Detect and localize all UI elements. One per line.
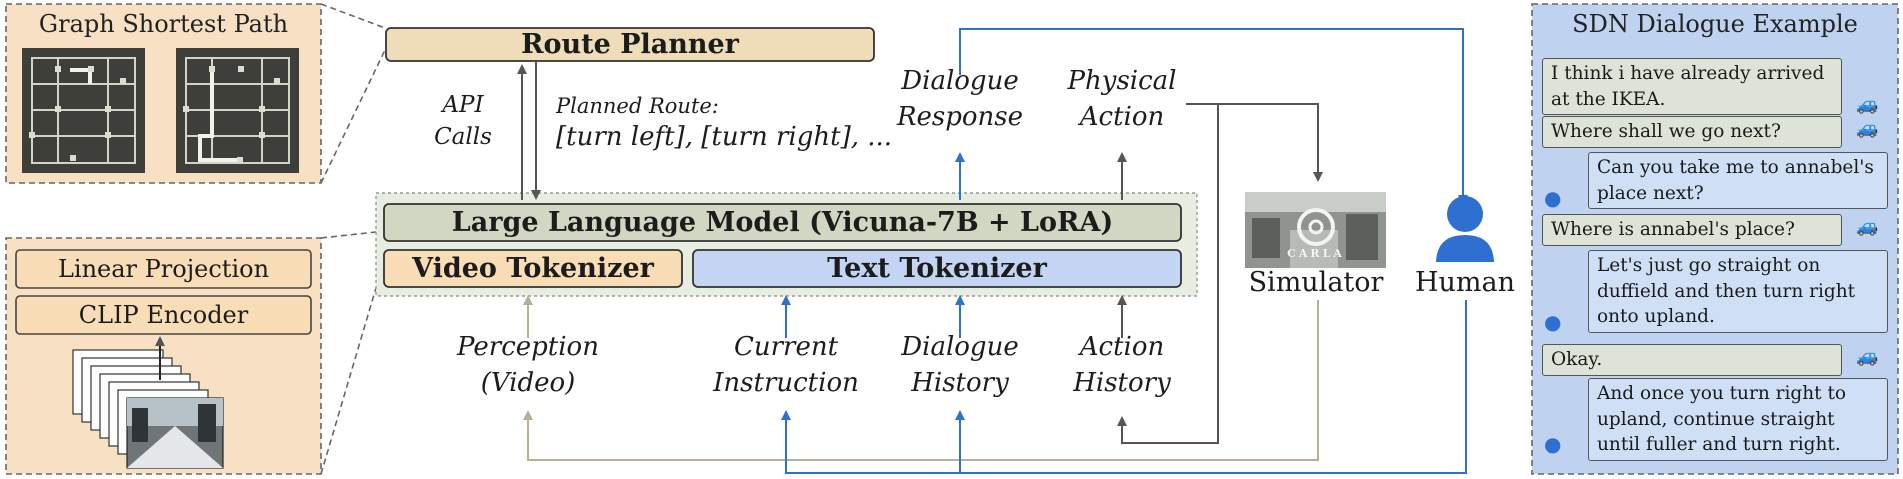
text-tokenizer-label: Text Tokenizer bbox=[827, 253, 1047, 284]
car-icon: 🚙 bbox=[1856, 118, 1879, 139]
text-tokenizer-box bbox=[692, 249, 1182, 288]
user-icon: ● bbox=[1544, 310, 1562, 334]
chat-message-car: I think i have already arrived at the IK… bbox=[1542, 58, 1842, 116]
perception-line-1: Perception bbox=[457, 332, 599, 362]
encoder-panel bbox=[5, 237, 322, 475]
action-history-label: Action History bbox=[1046, 330, 1198, 402]
physical-action-line-1: Physical bbox=[1067, 66, 1177, 96]
dialogue-history-label: Dialogue History bbox=[880, 330, 1040, 402]
car-icon: 🚙 bbox=[1856, 346, 1879, 367]
dialogue-history-line-2: History bbox=[911, 367, 1009, 398]
physical-action-line-2: Action bbox=[1079, 101, 1165, 132]
graph-map-left bbox=[22, 48, 145, 173]
graph-panel bbox=[5, 3, 322, 184]
current-instruction-line-1: Current bbox=[733, 332, 839, 362]
human-icon bbox=[1436, 196, 1494, 262]
human-label: Human bbox=[1414, 267, 1516, 298]
planned-route-value: [turn left], [turn right], ... bbox=[556, 122, 893, 152]
current-instruction-line-2: Instruction bbox=[713, 367, 859, 398]
action-history-line-2: History bbox=[1073, 367, 1171, 398]
chat-message-car: Where is annabel's place? bbox=[1542, 214, 1842, 246]
chat-message-human: And once you turn right to upland, conti… bbox=[1588, 378, 1888, 461]
clip-encoder-label: CLIP Encoder bbox=[78, 301, 249, 329]
route-planner-label: Route Planner bbox=[521, 29, 739, 60]
chat-message-car: Where shall we go next? bbox=[1542, 116, 1842, 148]
simulator-image bbox=[1245, 192, 1386, 268]
physical-action-label: Physical Action bbox=[1040, 64, 1204, 136]
graph-map-right bbox=[176, 48, 299, 173]
route-planner-box bbox=[385, 27, 875, 62]
simulator-label: Simulator bbox=[1248, 267, 1384, 298]
carla-logo-text: CARLA bbox=[1287, 247, 1345, 260]
action-to-simulator-line bbox=[1186, 103, 1323, 182]
video-tokenizer-box bbox=[383, 249, 683, 288]
car-icon: 🚙 bbox=[1856, 94, 1879, 115]
api-calls-label: API Calls bbox=[416, 90, 510, 153]
chat-message-human: Can you take me to annabel's place next? bbox=[1588, 152, 1888, 210]
chat-message-car: Okay. bbox=[1542, 344, 1842, 376]
video-tokenizer-label: Video Tokenizer bbox=[412, 253, 654, 284]
dialogue-response-line-2: Response bbox=[896, 101, 1024, 132]
simulator-to-perception-line bbox=[523, 300, 1319, 461]
dialogue-panel-title: SDN Dialogue Example bbox=[1572, 10, 1858, 38]
perception-line-2: (Video) bbox=[480, 367, 576, 398]
dialogue-history-line-1: Dialogue bbox=[901, 332, 1019, 362]
api-calls-line-1: API bbox=[442, 92, 484, 118]
car-icon: 🚙 bbox=[1856, 216, 1879, 237]
dialogue-response-label: Dialogue Response bbox=[880, 64, 1040, 136]
user-icon: ● bbox=[1544, 432, 1562, 456]
action-history-line-1: Action bbox=[1079, 332, 1165, 362]
response-to-human-line bbox=[959, 28, 1468, 205]
perception-label: Perception (Video) bbox=[446, 330, 610, 402]
chat-message-human: Let's just go straight on duffield and t… bbox=[1588, 250, 1888, 333]
human-to-instruction-line bbox=[781, 300, 1467, 474]
video-frames-stack bbox=[72, 349, 224, 469]
linear-projection-label: Linear Projection bbox=[57, 255, 270, 283]
planned-route-label: Planned Route: bbox=[556, 94, 719, 118]
current-instruction-label: Current Instruction bbox=[696, 330, 876, 402]
user-icon: ● bbox=[1544, 186, 1562, 210]
llm-label: Large Language Model (Vicuna-7B + LoRA) bbox=[451, 207, 1114, 238]
dialogue-response-line-1: Dialogue bbox=[901, 66, 1019, 96]
graph-panel-title: Graph Shortest Path bbox=[38, 10, 289, 38]
api-calls-line-2: Calls bbox=[434, 123, 492, 150]
llm-box bbox=[383, 203, 1182, 242]
action-history-feedback-line bbox=[1117, 104, 1219, 444]
